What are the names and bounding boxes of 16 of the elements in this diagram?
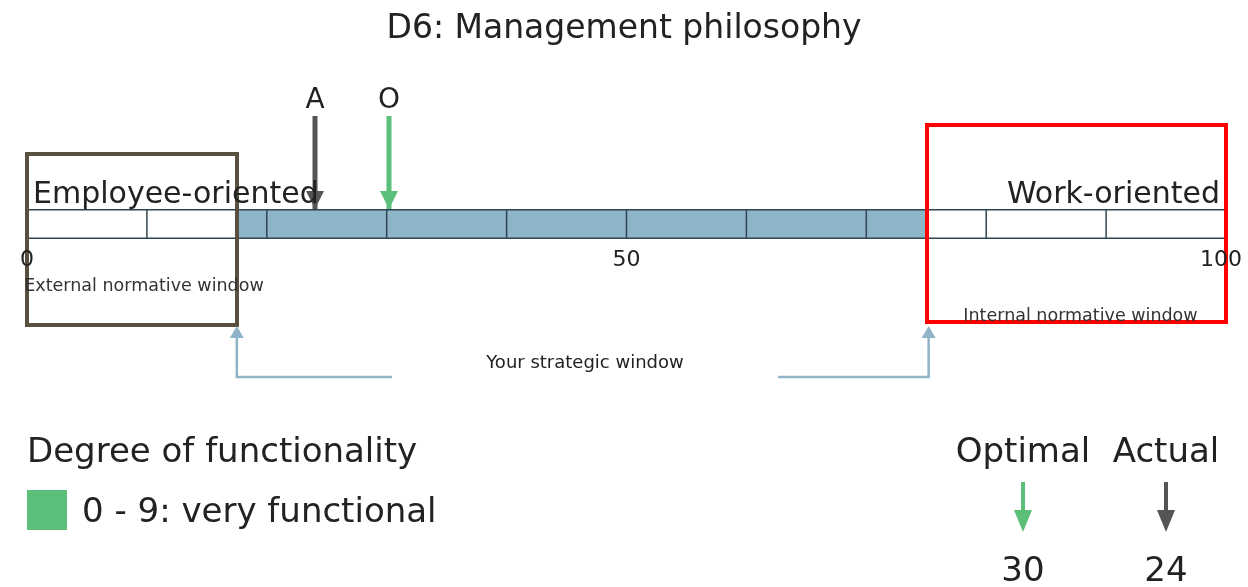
bracket-label: Your strategic window (486, 353, 684, 371)
tick-label: 50 (612, 248, 641, 270)
value-label: 24 (1144, 552, 1188, 586)
diagram-title: D6: Management philosophy (385, 10, 863, 43)
window-label: Internal normative window (962, 305, 1199, 325)
arrow (380, 116, 398, 209)
legend-text: 0 - 9: very functional (82, 490, 437, 530)
marker-letter: O (376, 82, 401, 116)
scale-bar (27, 209, 1226, 239)
arrow (306, 116, 324, 209)
key-label: Actual (1112, 433, 1220, 467)
scale-end-label: Work-oriented (1006, 178, 1220, 208)
marker-letter: A (304, 82, 326, 116)
key-label: Optimal (955, 433, 1091, 467)
value-label: 30 (1001, 552, 1045, 586)
legend-heading: Degree of functionality (27, 433, 418, 467)
